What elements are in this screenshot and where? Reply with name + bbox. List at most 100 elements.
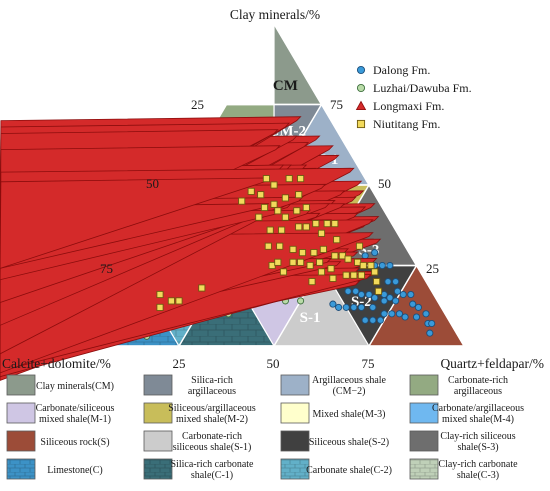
data-point-circle [350,303,358,311]
data-point-square [274,207,282,215]
data-point-square [281,213,289,221]
data-point-square [308,278,316,286]
data-point-square [317,268,326,276]
data-point-square [357,271,365,279]
data-point-circle [380,310,388,318]
data-point-square [371,268,379,276]
series-legend-label: Luzhai/Dawuba Fm. [373,81,472,95]
data-point-square [355,242,364,250]
data-point-circle [335,303,343,311]
data-point-square [247,187,255,195]
legend-swatch [143,374,173,396]
data-point-square [279,268,288,276]
data-point-square [319,245,327,253]
axis-labels: Clay minerals/% Calcite+dolomite/% Quart… [2,7,544,371]
data-point-square [276,242,284,250]
series-legend-label: Dalong Fm. [373,63,430,77]
data-point-square [302,203,310,212]
data-point-circle [357,303,365,311]
legend-marker-circle [356,65,366,75]
data-point-square [156,303,164,311]
legend-marker-circle [356,83,366,93]
data-point-circle [342,303,350,311]
tick-bottom-50: 50 [267,356,280,371]
data-point-square [295,191,303,199]
data-point-square [266,226,274,234]
data-point-circle [399,290,407,299]
tick-right-50: 50 [378,176,391,191]
data-point-circle [297,297,305,305]
series-legend: Dalong Fm.Luzhai/Dawuba Fm.Longmaxi Fm.N… [355,63,472,131]
data-point-circle [380,297,388,305]
tick-bottom-25: 25 [173,356,186,371]
legend-label: Clay minerals(CM) [36,381,114,392]
data-point-circle [376,316,384,324]
legend-swatch [6,430,36,452]
data-point-square [317,229,326,237]
data-point-square [298,249,307,257]
data-point-square [342,271,350,279]
data-point-square [306,261,314,270]
data-point-circle [395,310,403,318]
legend-swatch [6,458,36,480]
data-point-square [373,278,381,286]
data-point-square [175,297,183,305]
data-point-square [260,203,269,212]
data-point-square [167,297,175,305]
data-point-square [331,252,339,260]
data-point-square [323,220,331,228]
data-point-square [293,207,301,215]
data-point-square [367,261,375,270]
data-point-circle [357,290,365,299]
data-point-circle [401,313,409,321]
data-point-circle [393,287,402,295]
data-point-circle [386,261,394,270]
data-point-circle [344,287,352,295]
legend-swatch [6,402,36,424]
data-point-circle [392,297,400,305]
data-point-square [270,181,278,189]
data-point-circle [329,300,337,308]
data-point-square [295,223,303,231]
legend-swatch [409,374,439,396]
legend-swatch [280,430,310,452]
legend-swatch [280,402,310,424]
legend-label: Mixed shale(M-3) [312,409,385,420]
region-label-cm: CM [273,78,298,94]
data-point-circle [361,316,369,324]
data-point-square [238,197,246,205]
legend-swatch [409,430,439,452]
data-point-square [270,200,278,208]
data-point-circle [388,310,396,318]
data-point-circle [352,287,360,295]
data-point-circle [422,310,430,318]
series-legend-label: Niutitang Fm. [373,117,440,131]
data-point-square [285,175,293,183]
data-point-square [297,175,305,183]
data-point-square [289,258,297,266]
legend-swatch [280,374,310,396]
data-point-circle [414,303,422,311]
data-point-square [374,287,383,295]
axis-title-carbonate: Calcite+dolomite/% [2,356,111,371]
data-point-circle [409,300,417,308]
data-points [0,116,436,381]
data-point-square [289,245,297,253]
tick-bottom-75: 75 [362,356,375,371]
legend-label: Siliceous shale(S-2) [309,437,389,448]
data-point-square [316,258,324,266]
tick-left-25: 25 [191,97,204,112]
data-point-circle [369,316,377,324]
data-point-circle [426,329,434,337]
data-point-square [281,194,289,202]
data-point-square [327,265,335,273]
legend-swatch [143,430,173,452]
data-point-square [302,223,310,231]
